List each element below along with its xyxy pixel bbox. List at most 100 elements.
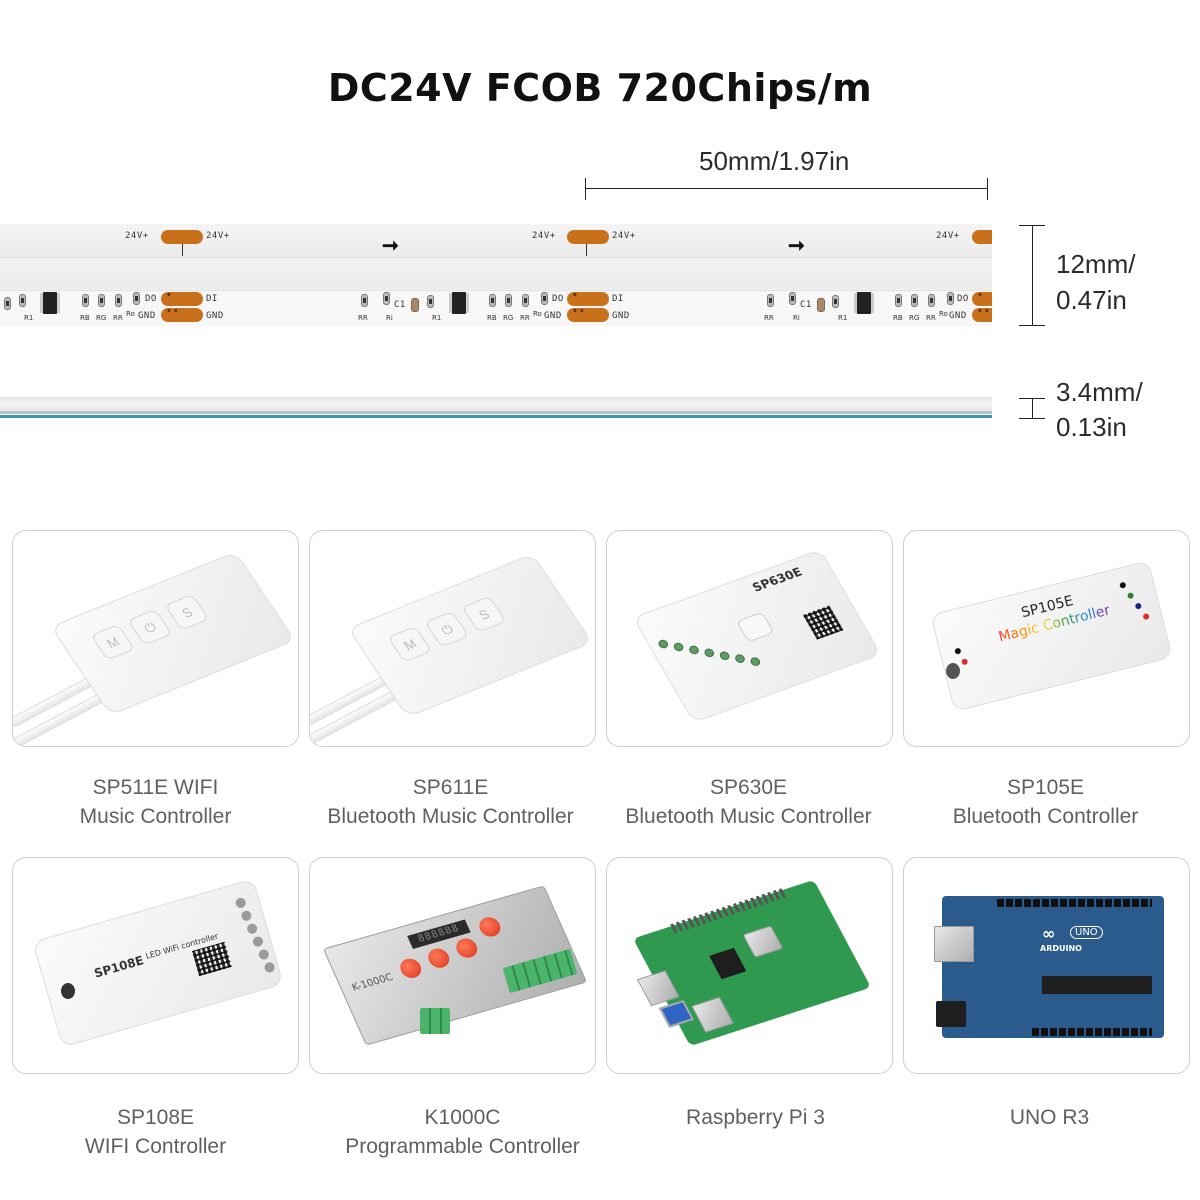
product-model: SP108E <box>116 1106 195 1129</box>
terminal <box>251 935 265 948</box>
dc-jack <box>61 983 75 999</box>
profile-pcb <box>0 411 992 414</box>
width-label-mm: 12mm/ <box>1056 249 1136 279</box>
profile-silicone <box>0 397 992 411</box>
product-card-sp108e[interactable]: SP108E LED WiFi controller <box>12 857 299 1074</box>
product-label: K1000C Programmable Controller <box>314 1103 611 1161</box>
qr-code <box>802 605 844 640</box>
resistor <box>928 294 935 307</box>
silk-gnd-left: GND <box>544 311 562 321</box>
silk-rg: RG <box>96 314 107 322</box>
silk-rr: RR <box>113 314 123 322</box>
silk-rb: RB <box>893 314 903 322</box>
silk-rg: RG <box>503 314 514 322</box>
silk-ro: Ro <box>533 310 542 318</box>
silk-24v-right: 24V+ <box>206 231 230 241</box>
s-button-icon: S <box>164 593 210 631</box>
terminal <box>246 922 259 935</box>
capacitor <box>411 298 419 312</box>
ground-pad <box>567 305 609 322</box>
controller-box: M ⏻ S <box>347 553 593 718</box>
width-tick-top <box>1019 225 1045 226</box>
controller-box: SP105E Magic Controller <box>930 560 1173 712</box>
ic-chip <box>43 292 57 314</box>
silk-di: DI <box>206 294 218 304</box>
red-button <box>476 914 504 939</box>
sp630e-brand: SP630E <box>749 564 805 595</box>
silk-r1: R1 <box>432 314 442 322</box>
product-label: SP108E WIFI Controller <box>7 1103 304 1161</box>
terminal <box>748 656 762 668</box>
silk-r1: R1 <box>24 314 34 322</box>
raspberry-pi-board <box>633 879 871 1047</box>
silk-ri: Ri <box>793 314 800 322</box>
controller-box: M ⏻ S <box>50 551 296 716</box>
product-model: SP630E <box>709 776 788 799</box>
product-card-sp630e[interactable]: SP630E <box>606 530 893 747</box>
silk-rr: RR <box>358 314 368 322</box>
arduino-board: ∞ UNO ARDUINO <box>934 896 1164 1038</box>
cut-mark <box>182 244 183 256</box>
cut-length-label: 50mm/1.97in <box>699 146 850 176</box>
terminal <box>240 909 253 922</box>
thickness-dimension-line <box>1032 398 1033 418</box>
silk-rb: RB <box>80 314 90 322</box>
controller-box: SP108E LED WiFi controller <box>32 878 284 1048</box>
resistor <box>522 294 529 307</box>
ground-pad <box>161 305 203 322</box>
analog-header <box>1032 1028 1152 1036</box>
m-button-icon: M <box>90 623 136 661</box>
resistor <box>98 294 105 307</box>
indicator-dot <box>1119 581 1127 589</box>
resistor <box>911 294 918 307</box>
silk-gnd-right: GND <box>612 311 630 321</box>
infinity-logo-icon: ∞ <box>1042 924 1056 943</box>
resistor <box>789 292 796 305</box>
silk-r1: R1 <box>838 314 848 322</box>
product-card-sp611e[interactable]: M ⏻ S <box>309 530 596 747</box>
resistor <box>115 294 122 307</box>
terminal <box>672 641 686 653</box>
ethernet-port <box>636 970 680 1007</box>
power-button-icon: ⏻ <box>424 610 470 648</box>
red-button <box>425 946 453 971</box>
dc-jack <box>946 663 960 679</box>
silk-rr: RR <box>764 314 774 322</box>
width-dimension-line <box>1032 225 1033 325</box>
dc-barrel-jack <box>936 1001 966 1027</box>
resistor <box>427 295 434 308</box>
product-card-sp511e[interactable]: M ⏻ S <box>12 530 299 747</box>
silk-24v-right: 24V+ <box>612 231 636 241</box>
product-description: Bluetooth Music Controller <box>327 805 574 828</box>
product-description: Bluetooth Controller <box>952 805 1139 828</box>
terminal-block <box>420 1008 450 1034</box>
power-pad <box>567 230 609 244</box>
led-strip-top-view: 24V+ 24V+ DO GND DI GND R1 RB RG RR Ro ➞… <box>0 224 992 326</box>
silk-rr: RR <box>926 314 936 322</box>
uno-logo: UNO <box>1070 926 1103 939</box>
width-label-in: 0.47in <box>1056 285 1127 315</box>
pair-button <box>736 611 775 643</box>
indicator-dot <box>961 658 969 666</box>
silk-rg: RG <box>909 314 920 322</box>
product-card-raspberry-pi[interactable] <box>606 857 893 1074</box>
product-model: SP105E <box>1006 776 1085 799</box>
red-button <box>453 936 481 961</box>
data-pad <box>567 289 609 306</box>
silk-gnd-left: GND <box>949 311 967 321</box>
silk-rr: RR <box>520 314 530 322</box>
cpu <box>742 925 784 958</box>
terminal <box>656 638 670 650</box>
product-card-k1000c[interactable]: K-1000C 888888 <box>309 857 596 1074</box>
product-description: Music Controller <box>79 805 232 828</box>
power-button-icon: ⏻ <box>127 608 173 646</box>
product-card-uno-r3[interactable]: ∞ UNO ARDUINO <box>903 857 1190 1074</box>
silk-24v-left: 24V+ <box>936 231 960 241</box>
product-card-sp105e[interactable]: SP105E Magic Controller <box>903 530 1190 747</box>
red-button <box>397 956 425 981</box>
resistor <box>383 292 390 305</box>
silk-do: DO <box>145 294 157 304</box>
resistor <box>505 294 512 307</box>
data-pad <box>161 289 203 306</box>
indicator-dot <box>1134 602 1142 610</box>
